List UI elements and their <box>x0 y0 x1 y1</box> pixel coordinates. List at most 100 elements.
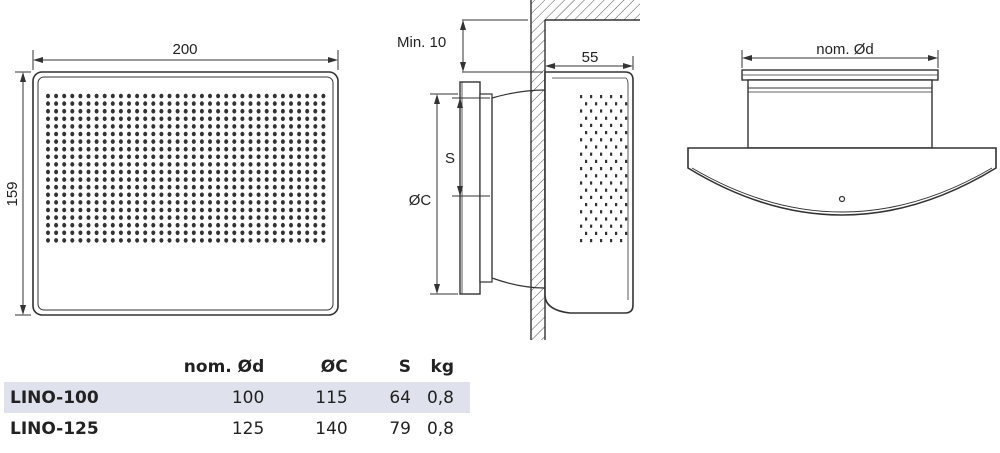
cell-c: 115 <box>280 382 364 413</box>
vent-hole <box>208 177 212 182</box>
vent-hole <box>70 154 75 160</box>
vent-hole <box>305 177 310 182</box>
vent-hole <box>216 146 221 152</box>
vent-hole <box>70 162 75 167</box>
vent-hole <box>86 177 91 182</box>
vent-hole <box>224 93 229 99</box>
cell-kg: 0,8 <box>426 418 454 439</box>
table-row: LINO-100 100 115 64 0,8 <box>4 382 470 413</box>
vent-hole <box>272 116 277 122</box>
vent-hole <box>54 116 59 122</box>
vent-hole <box>272 200 277 205</box>
side-vent-hole <box>595 116 598 120</box>
vent-hole <box>272 184 277 190</box>
vent-hole-grid <box>46 93 326 243</box>
vent-hole <box>232 207 237 213</box>
vent-hole <box>264 177 269 182</box>
c-label: ØC <box>409 192 432 209</box>
vent-hole <box>102 177 107 182</box>
side-vent-hole <box>605 231 608 235</box>
vent-hole <box>280 146 285 152</box>
vent-hole <box>167 124 172 129</box>
vent-hole <box>240 108 245 114</box>
vent-hole <box>191 162 196 167</box>
vent-hole <box>232 116 237 122</box>
cell-model: LINO-100 <box>4 382 165 413</box>
vent-hole <box>86 215 91 220</box>
side-vent-hole <box>595 188 598 192</box>
side-vent-hole <box>610 239 613 243</box>
vent-hole <box>199 230 204 236</box>
side-vent-hole <box>620 224 623 228</box>
vent-hole <box>216 139 221 144</box>
vent-hole <box>86 116 91 122</box>
vent-hole <box>118 200 123 205</box>
vent-hole <box>54 124 59 129</box>
side-vent-hole <box>585 217 588 221</box>
vent-hole <box>272 124 277 129</box>
vent-hole <box>62 162 67 167</box>
vent-hole <box>248 192 253 198</box>
vent-hole <box>151 200 156 205</box>
vent-hole <box>151 238 156 243</box>
vent-hole <box>127 200 131 205</box>
vent-hole <box>167 169 172 175</box>
vent-hole <box>289 177 293 182</box>
vent-hole <box>256 177 261 182</box>
vent-hole <box>54 139 59 144</box>
vent-hole <box>151 108 156 114</box>
vent-hole <box>175 184 180 190</box>
vent-hole <box>175 177 180 182</box>
vent-hole <box>297 101 302 106</box>
vent-hole <box>289 146 293 152</box>
vent-hole <box>78 215 83 220</box>
vent-hole <box>208 154 212 160</box>
side-vent-hole <box>585 231 588 235</box>
vent-hole <box>256 169 261 175</box>
vent-hole <box>118 169 123 175</box>
side-vent-hole <box>600 195 603 199</box>
vent-hole <box>208 124 212 129</box>
vent-hole <box>159 101 164 106</box>
vent-hole <box>289 215 293 220</box>
vent-hole <box>248 101 253 106</box>
vent-hole <box>159 238 164 243</box>
vent-hole <box>297 93 302 99</box>
vent-hole <box>264 200 269 205</box>
side-vent-hole <box>615 231 618 235</box>
side-vent-hole <box>585 174 588 178</box>
vent-hole <box>191 116 196 122</box>
vent-hole <box>313 230 318 236</box>
vent-hole <box>135 146 140 152</box>
vent-hole <box>135 207 140 213</box>
vent-hole <box>167 207 172 213</box>
vent-hole <box>127 207 131 213</box>
vent-hole <box>143 222 148 228</box>
vent-hole <box>280 154 285 160</box>
vent-hole <box>54 222 59 228</box>
vent-hole <box>289 222 293 228</box>
vent-hole <box>118 146 123 152</box>
vent-hole <box>208 169 212 175</box>
vent-hole <box>175 108 180 114</box>
vent-hole <box>297 215 302 220</box>
vent-hole <box>321 146 326 152</box>
side-vent-hole <box>615 102 618 106</box>
vent-hole <box>102 207 107 213</box>
vent-hole <box>321 93 326 99</box>
side-vent-hole <box>620 138 623 142</box>
side-vent-hole <box>580 123 583 127</box>
vent-hole <box>232 101 237 106</box>
vent-hole <box>313 177 318 182</box>
vent-hole <box>224 139 229 144</box>
vent-hole <box>175 139 180 144</box>
vent-hole <box>143 192 148 198</box>
vent-hole <box>127 238 131 243</box>
vent-hole <box>86 162 91 167</box>
vent-hole <box>110 169 115 175</box>
vent-hole <box>70 238 75 243</box>
vent-hole <box>232 169 237 175</box>
vent-hole <box>264 146 269 152</box>
vent-hole <box>175 169 180 175</box>
vent-hole <box>264 207 269 213</box>
